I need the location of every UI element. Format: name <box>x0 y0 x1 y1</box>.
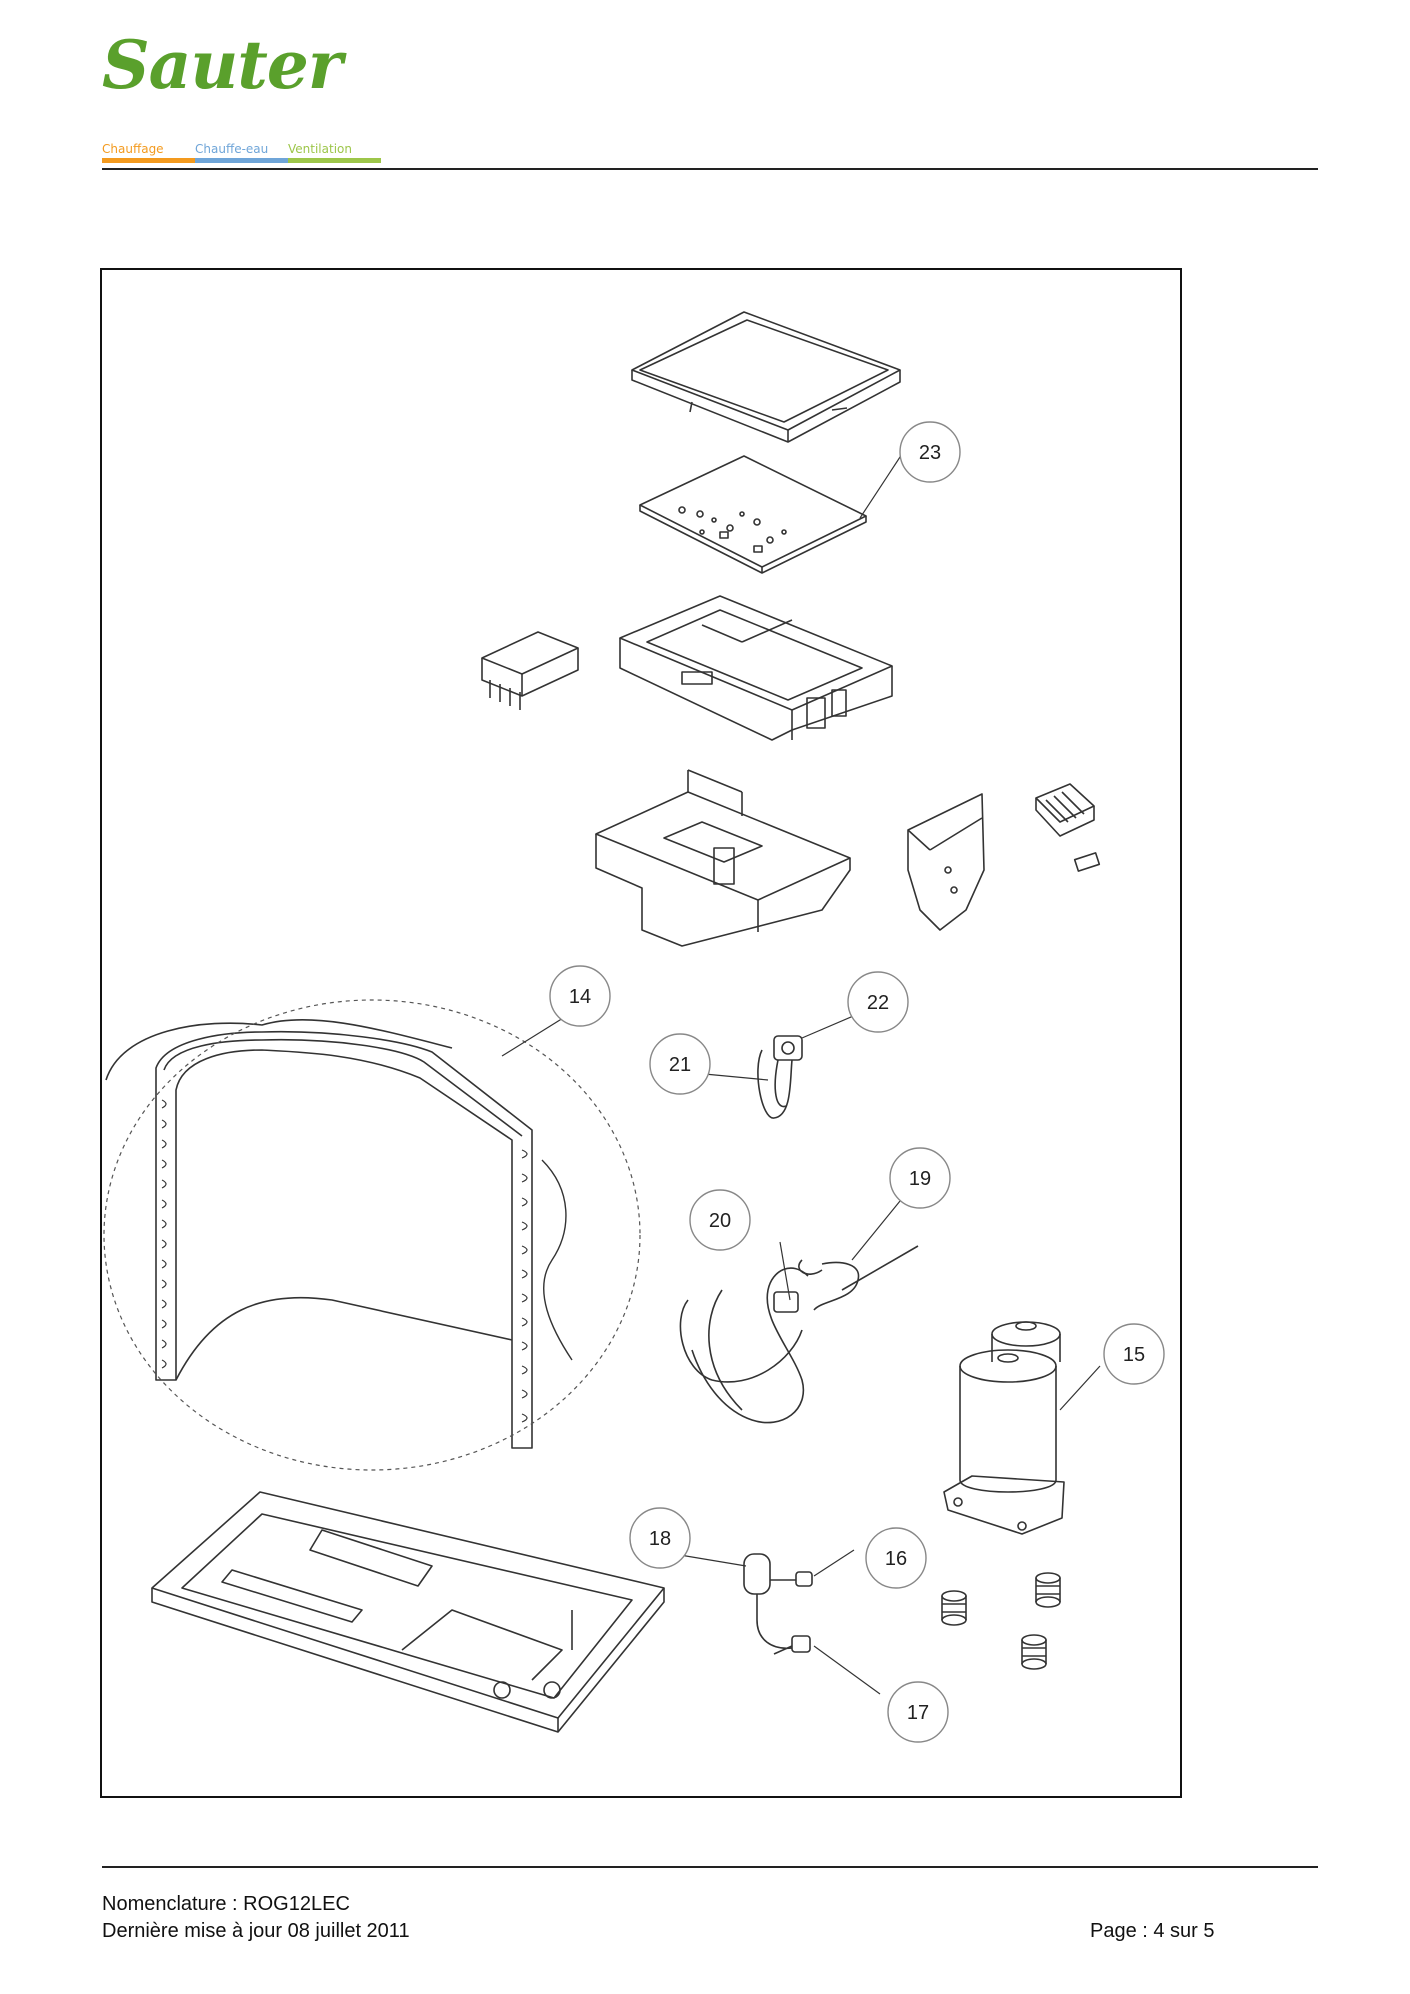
callout-17: 17 <box>907 1702 929 1724</box>
base-pan-part <box>151 1491 665 1733</box>
tab-chauffe-eau: Chauffe-eau <box>195 142 288 163</box>
tab-chauffage: Chauffage <box>102 142 195 163</box>
rubber-feet-part <box>941 1572 1061 1670</box>
partition-plate-part <box>907 793 985 931</box>
callout-16: 16 <box>885 1548 907 1570</box>
footer-nomenclature: Nomenclature : ROG12LEC <box>102 1893 350 1915</box>
callout-20: 20 <box>709 1210 731 1232</box>
connector-part <box>1073 852 1101 872</box>
footer-divider <box>102 1866 1318 1868</box>
tab-ventilation: Ventilation <box>288 142 381 163</box>
callout-14: 14 <box>569 986 591 1008</box>
tab-ventilation-bar <box>288 158 381 163</box>
heat-sink-part <box>481 631 579 710</box>
footer-last-updated: Dernière mise à jour 08 juillet 2011 <box>102 1920 410 1942</box>
refrigerant-piping-part <box>679 1245 919 1424</box>
valve-assembly-part <box>757 1035 803 1119</box>
callout-21: 21 <box>669 1054 691 1076</box>
category-tabs: Chauffage Chauffe-eau Ventilation <box>102 142 381 163</box>
parts-drawing: 23 14 22 21 19 20 15 18 16 17 <box>103 311 1165 1743</box>
brand-wordmark: Sauter <box>102 26 347 102</box>
callout-22: 22 <box>867 992 889 1014</box>
tab-chauffage-label: Chauffage <box>102 142 164 156</box>
compressor-part <box>943 1321 1065 1535</box>
tab-chauffe-eau-bar <box>195 158 288 163</box>
callout-leaders <box>501 453 1101 1695</box>
exploded-parts-diagram: 23 14 22 21 19 20 15 18 16 17 <box>100 268 1182 1798</box>
tab-chauffe-eau-label: Chauffe-eau <box>195 142 269 156</box>
terminal-block-part <box>1035 783 1095 837</box>
inner-chassis-part <box>595 769 851 947</box>
sauter-logo: Sauter <box>102 26 348 102</box>
electrical-box-part <box>619 595 893 741</box>
callout-circles <box>549 421 1165 1743</box>
accumulator-valves-part <box>743 1553 813 1655</box>
control-board-part <box>639 455 867 574</box>
coil-detail-outline <box>103 999 641 1471</box>
top-cover-part <box>631 311 901 443</box>
tab-ventilation-label: Ventilation <box>288 142 352 156</box>
callout-23: 23 <box>919 442 941 464</box>
callout-15: 15 <box>1123 1344 1145 1366</box>
callout-19: 19 <box>909 1168 931 1190</box>
callout-18: 18 <box>649 1528 671 1550</box>
header-divider <box>102 168 1318 170</box>
tab-chauffage-bar <box>102 158 195 163</box>
footer-page-number: Page : 4 sur 5 <box>1090 1920 1215 1942</box>
condenser-coil-part <box>105 1018 573 1449</box>
